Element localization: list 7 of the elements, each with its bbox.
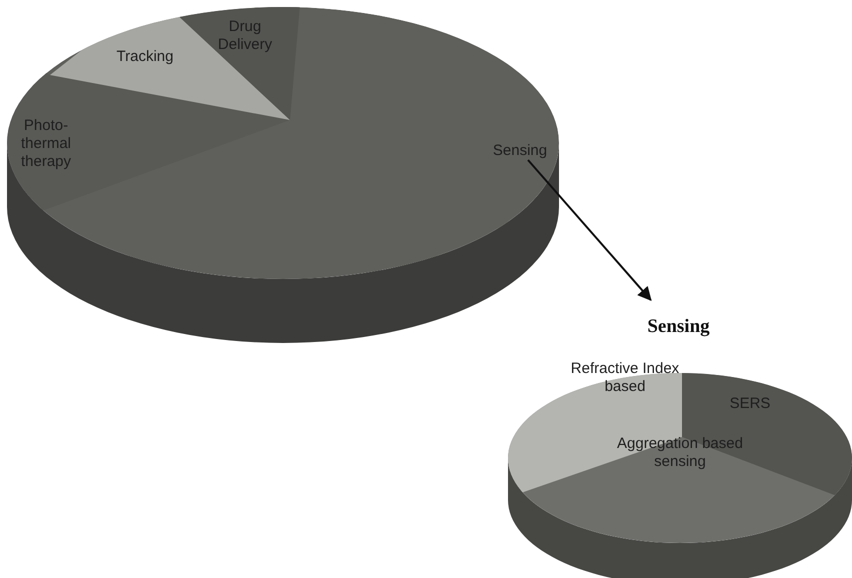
slice-label: Refractive Index based: [570, 360, 680, 396]
slice-label: Tracking: [116, 48, 174, 66]
slice-label: Sensing: [492, 142, 548, 160]
slice-label: Photo-thermal therapy: [20, 117, 72, 171]
slice-label: Aggregation based sensing: [616, 435, 744, 471]
arrow: [527, 159, 652, 302]
chart-title: Sensing: [646, 316, 711, 338]
